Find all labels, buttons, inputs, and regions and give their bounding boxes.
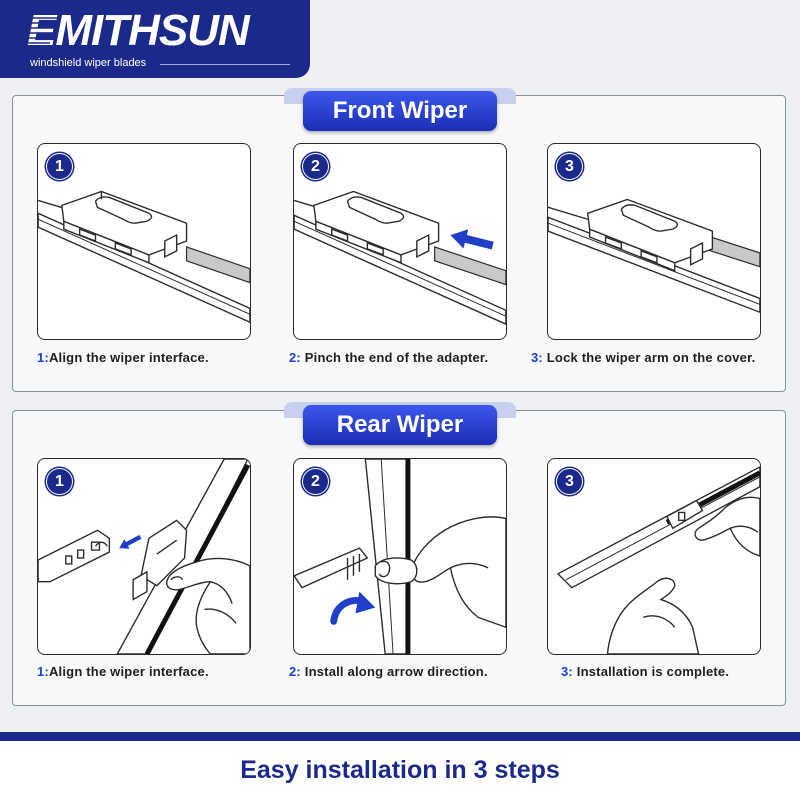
step-number-badge: 3 xyxy=(556,153,583,180)
front-step-2-panel: 2 xyxy=(293,143,507,340)
step-label: 3: xyxy=(561,664,577,679)
step-text: Pinch the end of the adapter. xyxy=(304,350,489,365)
front-step-2-caption: 2: Pinch the end of the adapter. xyxy=(289,350,488,365)
adapter xyxy=(132,519,188,601)
rear-wiper-title: Rear Wiper xyxy=(303,405,497,445)
rear-step-3-caption: 3: Installation is complete. xyxy=(561,664,729,679)
step-text: Align the wiper interface. xyxy=(48,350,209,365)
footer-band xyxy=(0,732,800,741)
hand xyxy=(374,516,506,629)
curved-arrow-icon xyxy=(330,591,376,625)
step-number-badge: 3 xyxy=(556,468,583,495)
wiper-arm-clip xyxy=(38,529,111,583)
hand xyxy=(606,496,760,654)
tagline-divider xyxy=(160,64,290,65)
step-number-badge: 1 xyxy=(46,468,73,495)
rear-step-2-panel: 2 xyxy=(293,458,507,655)
step-label: 2: xyxy=(289,664,305,679)
front-wiper-title: Front Wiper xyxy=(303,91,497,131)
rear-step-3-illustration xyxy=(556,466,760,654)
front-step-1-panel: 1 xyxy=(37,143,251,340)
logo-speed-lines xyxy=(20,17,60,49)
adapter xyxy=(665,499,704,530)
rear-step-2-illustration xyxy=(294,459,506,654)
footer xyxy=(0,741,800,800)
front-step-2-illustration xyxy=(294,190,506,325)
arrow-left-icon xyxy=(450,229,494,250)
rear-step-1-illustration xyxy=(38,459,250,654)
adapter xyxy=(61,190,188,264)
step-text: Align the wiper interface. xyxy=(48,664,209,679)
rear-step-2-caption: 2: Install along arrow direction. xyxy=(289,664,488,679)
wiper-arm xyxy=(185,246,250,284)
step-text: Installation is complete. xyxy=(576,664,730,679)
front-step-3-panel: 3 xyxy=(547,143,761,340)
wiper-arm xyxy=(434,246,506,286)
wiper-blade xyxy=(294,199,506,325)
front-step-3-caption: 3: Lock the wiper arm on the cover. xyxy=(531,350,755,365)
step-label: 3: xyxy=(531,350,547,365)
brand-logo: EMITHSUN windshield wiper blades xyxy=(0,0,310,78)
footer-headline: Easy installation in 3 steps xyxy=(240,756,560,784)
brand-name: EMITHSUN xyxy=(27,6,250,55)
step-label: 1: xyxy=(37,664,49,679)
step-number-badge: 2 xyxy=(302,468,329,495)
adapter xyxy=(313,190,440,264)
wiper-blade xyxy=(364,459,411,654)
hand xyxy=(166,557,250,654)
rear-step-3-panel: 3 xyxy=(547,458,761,655)
step-number-badge: 2 xyxy=(302,153,329,180)
step-text: Lock the wiper arm on the cover. xyxy=(546,350,756,365)
brand-tagline: windshield wiper blades xyxy=(30,57,147,69)
front-step-1-caption: 1:Align the wiper interface. xyxy=(37,350,209,365)
step-text: Install along arrow direction. xyxy=(304,664,488,679)
wiper-arm-clip xyxy=(294,547,369,589)
step-label: 1: xyxy=(37,350,49,365)
rear-step-1-panel: 1 xyxy=(37,458,251,655)
adapter xyxy=(586,198,714,272)
step-label: 2: xyxy=(289,350,305,365)
front-step-3-illustration xyxy=(548,198,760,314)
rear-step-1-caption: 1:Align the wiper interface. xyxy=(37,664,209,679)
step-number-badge: 1 xyxy=(46,153,73,180)
arrow-up-left-icon xyxy=(119,534,142,549)
front-step-1-illustration xyxy=(38,190,250,323)
